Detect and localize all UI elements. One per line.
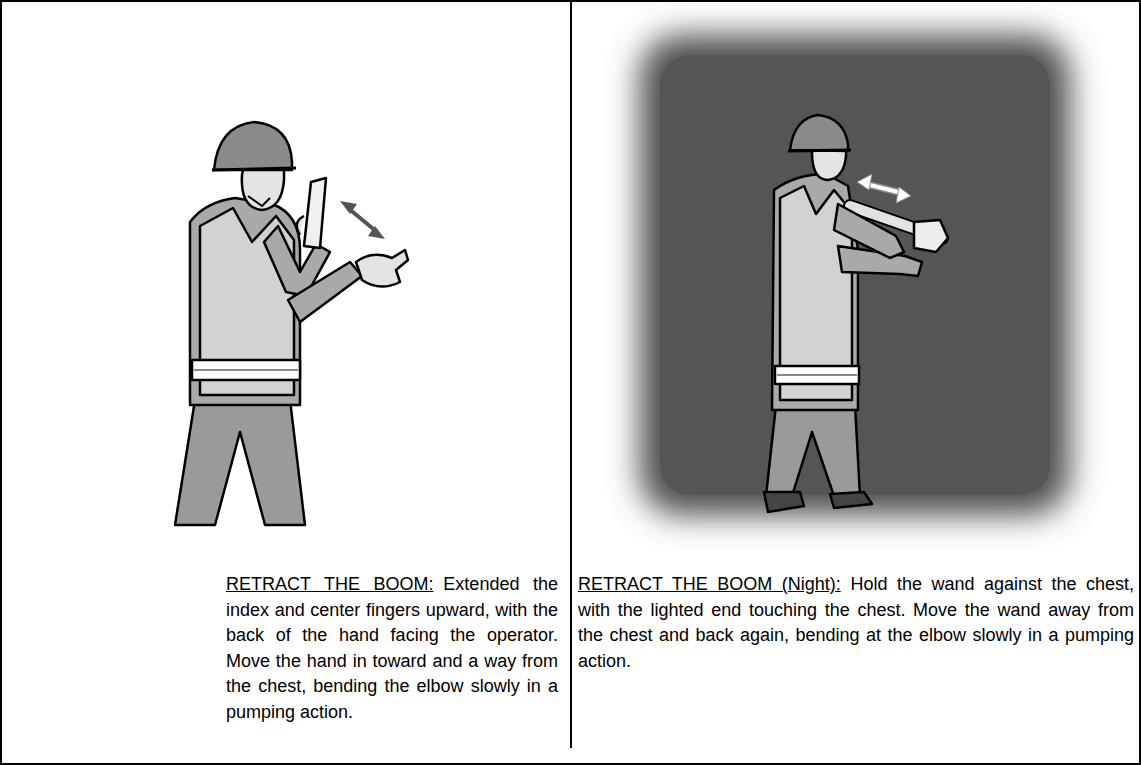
hand xyxy=(304,178,326,248)
arrow-outline xyxy=(866,184,902,193)
signalman-figure xyxy=(764,115,948,512)
helmet xyxy=(214,122,292,170)
signal-description: Extended the index and center fingers up… xyxy=(226,574,558,722)
night-background xyxy=(640,35,1070,515)
face xyxy=(242,165,284,210)
night-background xyxy=(660,55,1050,495)
helmet xyxy=(790,115,848,151)
forearm xyxy=(288,262,362,322)
face xyxy=(812,148,846,180)
boot xyxy=(764,492,804,512)
chin-strap xyxy=(248,196,270,206)
reflective-belt xyxy=(775,366,859,384)
arrow-head xyxy=(857,174,872,190)
jacket xyxy=(190,198,300,405)
caption-block: RETRACT THE BOOM:Extended the index and … xyxy=(226,572,558,725)
helmet-brim xyxy=(212,168,296,170)
signalman-figure xyxy=(175,122,408,525)
signal-heading: RETRACT THE BOOM (Night): xyxy=(578,574,841,594)
arrow-head xyxy=(340,201,357,214)
arrow-shaft xyxy=(866,184,902,193)
belt-stripe xyxy=(777,374,857,376)
thumb xyxy=(297,216,304,235)
caption-block: RETRACT THE BOOM (Night):Hold the wand a… xyxy=(578,572,1134,674)
motion-arrow xyxy=(340,201,385,239)
signal-heading: RETRACT THE BOOM: xyxy=(226,574,433,594)
divider xyxy=(570,0,572,748)
helmet-brim xyxy=(788,150,851,151)
arm xyxy=(834,204,904,258)
hand xyxy=(914,220,948,252)
arrow-head xyxy=(368,226,385,239)
arrow-shaft xyxy=(348,208,377,232)
arrow-head xyxy=(896,187,911,203)
boot xyxy=(830,492,872,508)
belt-stripe xyxy=(194,369,298,371)
motion-arrow xyxy=(857,174,911,203)
legs xyxy=(766,405,860,496)
reflective-belt xyxy=(192,360,300,380)
legs xyxy=(175,400,305,525)
hand xyxy=(356,250,408,287)
